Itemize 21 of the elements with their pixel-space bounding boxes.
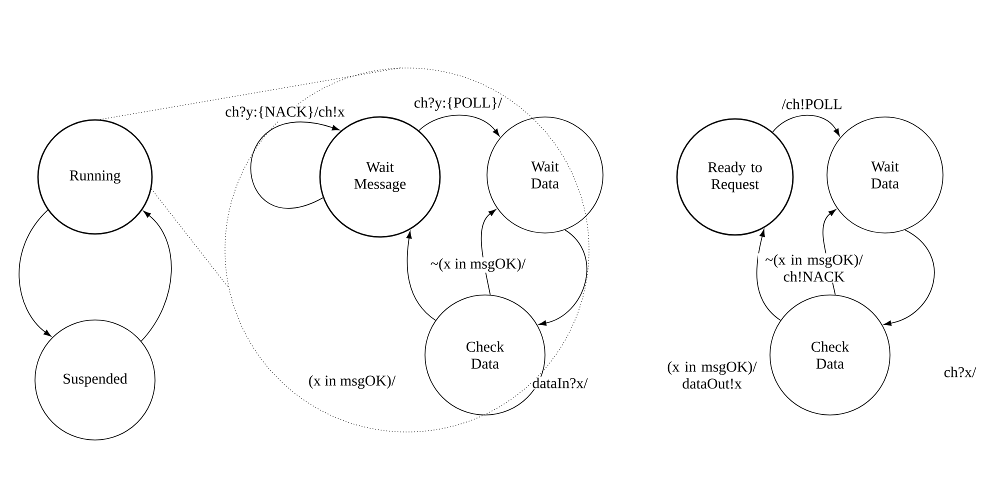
transition-arrow [538,229,588,326]
transition-arrow [140,210,172,342]
edge-label: ch?y:{NACK}/ch!x [224,105,346,121]
edge-label: /ch!POLL [780,98,844,110]
edge-label: (x in msgOK)/ dataOut!x [656,360,768,390]
edge-label: ch?y:{POLL}/ [412,96,504,112]
dotted-line [151,188,229,288]
edge-label: (x in msgOK)/ [307,374,397,390]
transition-arrow [884,229,935,326]
edge-label: ch?x/ [942,366,978,378]
edge-label: ~(x in msgOK)/ ch!NACK [758,253,870,283]
transition-arrow [250,122,340,208]
transition-arrow [772,114,840,136]
transition-arrow [418,114,500,136]
transition-arrow [756,229,781,321]
edge-label: ~(x in msgOK)/ [429,257,527,273]
edge-label: dataIn?x/ [531,376,589,390]
dotted-line [100,68,401,120]
transition-arrow [18,210,52,337]
transition-arrow [406,230,436,321]
expansion-circle [224,68,590,432]
